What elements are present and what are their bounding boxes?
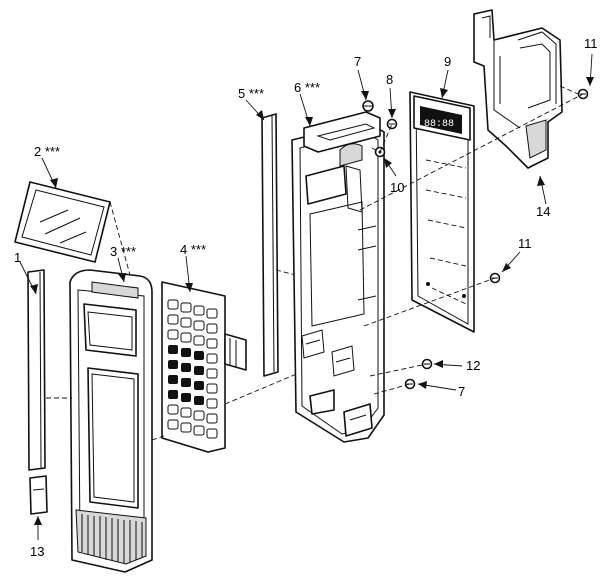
keypad-key: [181, 393, 191, 402]
alignment-lines: [46, 93, 584, 441]
keypad-key: [180, 422, 192, 433]
keypad-key: [181, 363, 191, 372]
callout-10: 10: [390, 180, 404, 195]
part-2-window-glass: [14, 181, 131, 276]
callout-labels: 1 2 *** 3 *** 4 *** 5 *** 6 *** 7 8 9 10…: [14, 36, 598, 559]
callout-12: 12: [466, 358, 480, 373]
keypad-key: [206, 383, 218, 394]
keypad-keys: [167, 299, 218, 439]
callout-1: 1: [14, 250, 21, 265]
keypad-key: [206, 308, 218, 319]
keypad-key: [167, 329, 179, 340]
callout-8: 8: [386, 72, 393, 87]
keypad-key: [167, 419, 179, 430]
keypad-key: [194, 366, 204, 375]
callout-3: 3 ***: [110, 244, 136, 259]
callout-13: 13: [30, 544, 44, 559]
display-readout: 88:88: [424, 119, 454, 130]
keypad-key: [206, 428, 218, 439]
keypad-key: [180, 332, 192, 343]
keypad-key: [167, 299, 179, 310]
keypad-key: [180, 407, 192, 418]
keypad-key: [167, 314, 179, 325]
callout-7-top: 7: [354, 54, 361, 69]
keypad-key: [180, 302, 192, 313]
leader-lines: [19, 53, 594, 540]
keypad-key: [206, 398, 218, 409]
part-3-control-panel-frame: [69, 269, 153, 573]
callout-9: 9: [444, 54, 451, 69]
keypad-key: [168, 390, 178, 399]
keypad-key: [206, 413, 218, 424]
part-1-strip: [27, 269, 46, 471]
keypad-key: [194, 381, 204, 390]
callout-11-mid: 11: [518, 236, 532, 251]
callout-6: 6 ***: [294, 80, 320, 95]
keypad-key: [193, 335, 205, 346]
keypad-key: [206, 353, 218, 364]
callout-14: 14: [536, 204, 550, 219]
keypad-key: [193, 320, 205, 331]
keypad-key: [168, 375, 178, 384]
callout-11-top: 11: [584, 36, 598, 51]
part-14-back-bracket: [473, 9, 579, 169]
part-6-control-chassis: [291, 111, 385, 443]
circuit-traces: [425, 159, 467, 305]
keypad-key: [167, 404, 179, 415]
keypad-key: [168, 360, 178, 369]
keypad-key: [194, 351, 204, 360]
part-9-circuit-board: 88:88: [409, 91, 475, 333]
callout-7-bottom: 7: [458, 384, 465, 399]
keypad-key: [168, 345, 178, 354]
callout-4: 4 ***: [180, 242, 206, 257]
part-4-keypad-membrane: [161, 281, 331, 453]
keypad-key: [206, 338, 218, 349]
keypad-key: [206, 323, 218, 334]
part-5-gasket-strip: [261, 113, 301, 377]
screw-7-top: [362, 100, 374, 112]
screw-8: [386, 118, 398, 130]
keypad-key: [206, 368, 218, 379]
callout-5: 5 ***: [238, 86, 264, 101]
callout-2: 2 ***: [34, 144, 60, 159]
keypad-key: [193, 410, 205, 421]
keypad-key: [180, 317, 192, 328]
keypad-key: [193, 305, 205, 316]
keypad-key: [194, 396, 204, 405]
keypad-key: [193, 425, 205, 436]
keypad-key: [181, 348, 191, 357]
keypad-key: [181, 378, 191, 387]
part-13-clip: [29, 475, 48, 515]
screw-7-bottom: [404, 378, 416, 390]
